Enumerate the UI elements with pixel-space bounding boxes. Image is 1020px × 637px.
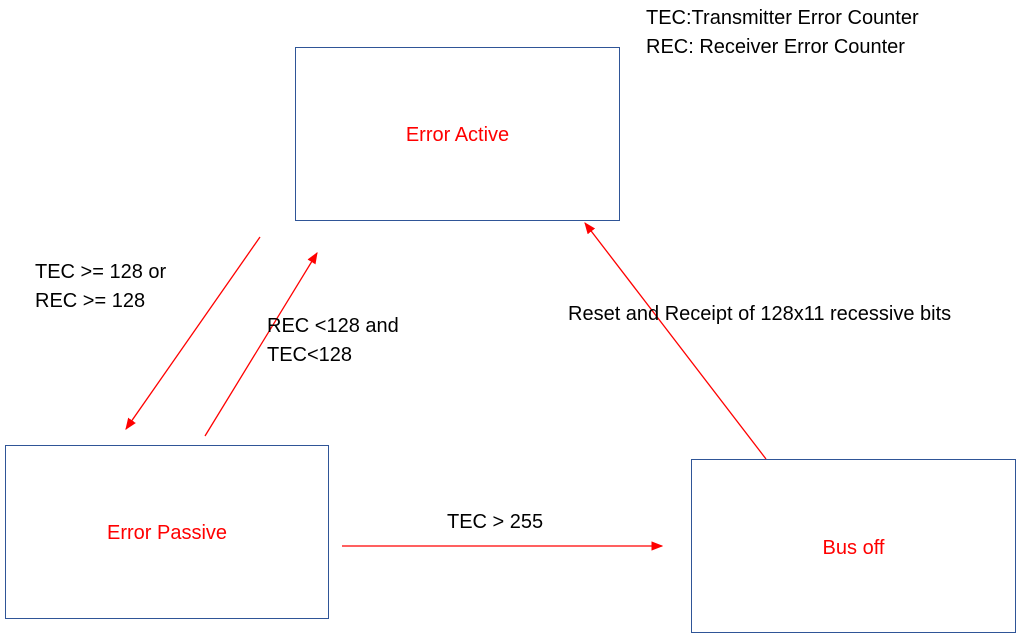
state-bus-off-label: Bus off <box>822 537 885 559</box>
legend: TEC:Transmitter Error Counter REC: Recei… <box>646 4 919 62</box>
label-to-passive: TEC >= 128 or REC >= 128 <box>35 258 166 316</box>
arrow-busoff-to-active <box>584 222 767 460</box>
label-reset: Reset and Receipt of 128x11 recessive bi… <box>568 303 952 325</box>
state-bus-off: Bus off <box>691 459 1016 633</box>
label-to-passive-line1: TEC >= 128 or <box>35 261 167 283</box>
state-error-active: Error Active <box>295 47 620 221</box>
label-to-active-line2: TEC<128 <box>267 344 353 366</box>
label-to-active-line1: REC <128 and <box>267 315 399 337</box>
label-to-active: REC <128 and TEC<128 <box>267 312 399 370</box>
label-to-passive-line2: REC >= 128 <box>35 290 146 312</box>
state-error-active-label: Error Active <box>405 124 510 146</box>
state-error-passive: Error Passive <box>5 445 329 619</box>
legend-line-tec: TEC:Transmitter Error Counter <box>646 7 919 29</box>
label-to-busoff: TEC > 255 <box>447 511 544 533</box>
state-error-passive-label: Error Passive <box>106 522 228 544</box>
legend-line-rec: REC: Receiver Error Counter <box>646 36 905 58</box>
